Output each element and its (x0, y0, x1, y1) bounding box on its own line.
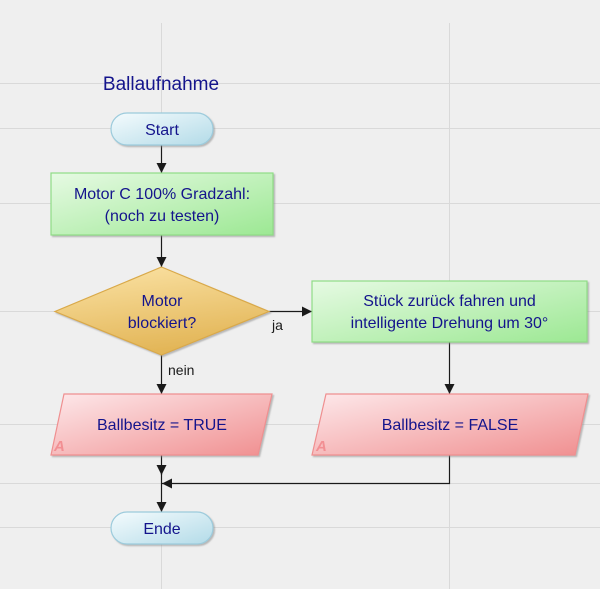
node-motor-c-line-2: (noch zu testen) (105, 208, 220, 225)
node-end-label: Ende (143, 521, 180, 538)
node-output-true[interactable]: A Ballbesitz = TRUE (50, 393, 273, 456)
terminal-shape (110, 112, 214, 146)
node-output-false[interactable]: A Ballbesitz = FALSE (311, 393, 589, 456)
decision-shape (53, 266, 271, 356)
edge-label-ja: ja (271, 317, 283, 333)
diagram-title: Ballaufnahme (103, 74, 219, 95)
node-motor-c[interactable]: Motor C 100% Gradzahl: (noch zu testen) (50, 172, 274, 236)
node-end[interactable]: Ende (110, 511, 214, 545)
node-start[interactable]: Start (110, 112, 214, 146)
output-shape (50, 393, 273, 456)
node-retreat[interactable]: Stück zurück fahren und intelligente Dre… (311, 280, 588, 343)
node-start-label: Start (145, 122, 179, 139)
process-shape (311, 280, 588, 343)
node-output-true-label: Ballbesitz = TRUE (97, 417, 227, 434)
output-marker-icon: A (315, 438, 327, 455)
output-marker-icon: A (53, 438, 65, 455)
node-retreat-line-2: intelligente Drehung um 30° (351, 315, 549, 332)
node-motor-c-line-1: Motor C 100% Gradzahl: (74, 186, 250, 203)
connectors (156, 145, 455, 512)
process-shape (50, 172, 274, 236)
node-output-false-label: Ballbesitz = FALSE (382, 417, 519, 434)
node-decision-line-1: Motor (142, 293, 184, 310)
output-shape (311, 393, 589, 456)
node-decision[interactable]: Motor blockiert? (53, 266, 271, 356)
node-decision-line-2: blockiert? (128, 315, 197, 332)
edge-false-to-merge (162, 455, 451, 489)
node-retreat-line-1: Stück zurück fahren und (363, 293, 536, 310)
terminal-shape (110, 511, 214, 545)
edge-label-nein: nein (168, 362, 194, 378)
